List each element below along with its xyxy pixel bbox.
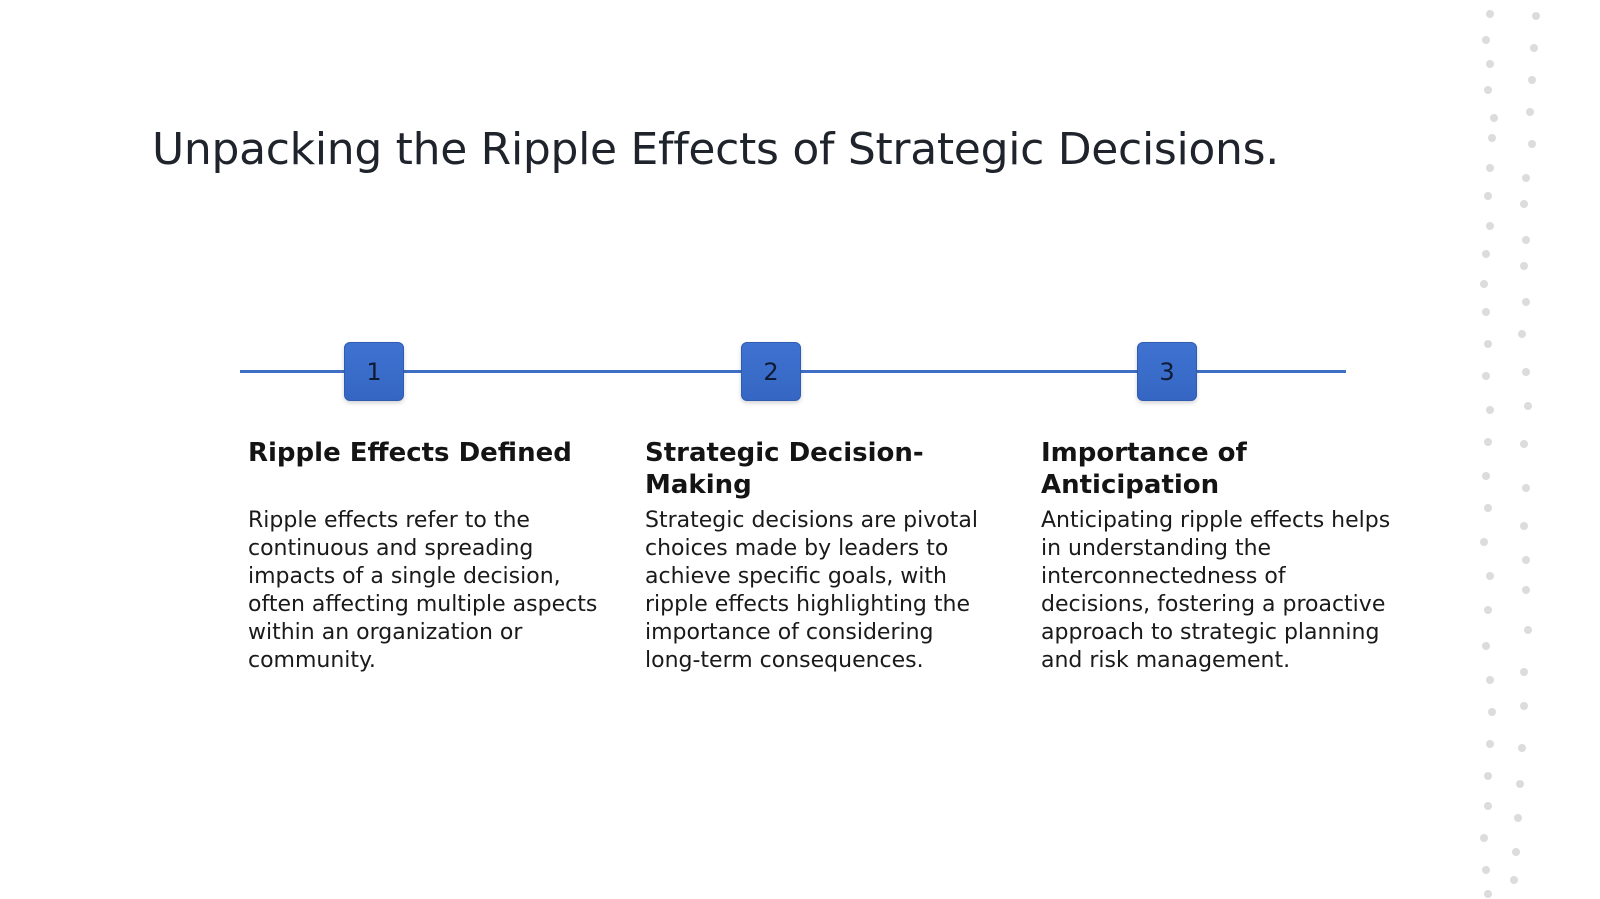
step-marker-2: 2 <box>741 342 801 401</box>
decorative-dot-pattern <box>1480 10 1540 898</box>
step-marker-3: 3 <box>1137 342 1197 401</box>
step-description: Anticipating ripple effects helps in und… <box>1041 508 1391 673</box>
step-heading: Strategic Decision-Making <box>645 438 924 500</box>
step-description: Strategic decisions are pivotal choices … <box>645 508 978 673</box>
step-number: 2 <box>763 357 779 386</box>
step-number: 3 <box>1159 357 1175 386</box>
step-marker-1: 1 <box>344 342 404 401</box>
step-heading: Importance of Anticipation <box>1041 438 1247 500</box>
step-description: Ripple effects refer to the continuous a… <box>248 508 598 673</box>
step-column-1: Ripple Effects Defined Ripple effects re… <box>248 437 598 675</box>
step-column-3: Importance of Anticipation Anticipating … <box>1041 437 1391 675</box>
slide-title: Unpacking the Ripple Effects of Strategi… <box>152 124 1279 175</box>
step-column-2: Strategic Decision-Making Strategic deci… <box>645 437 995 675</box>
step-number: 1 <box>366 357 382 386</box>
step-heading: Ripple Effects Defined <box>248 438 572 468</box>
